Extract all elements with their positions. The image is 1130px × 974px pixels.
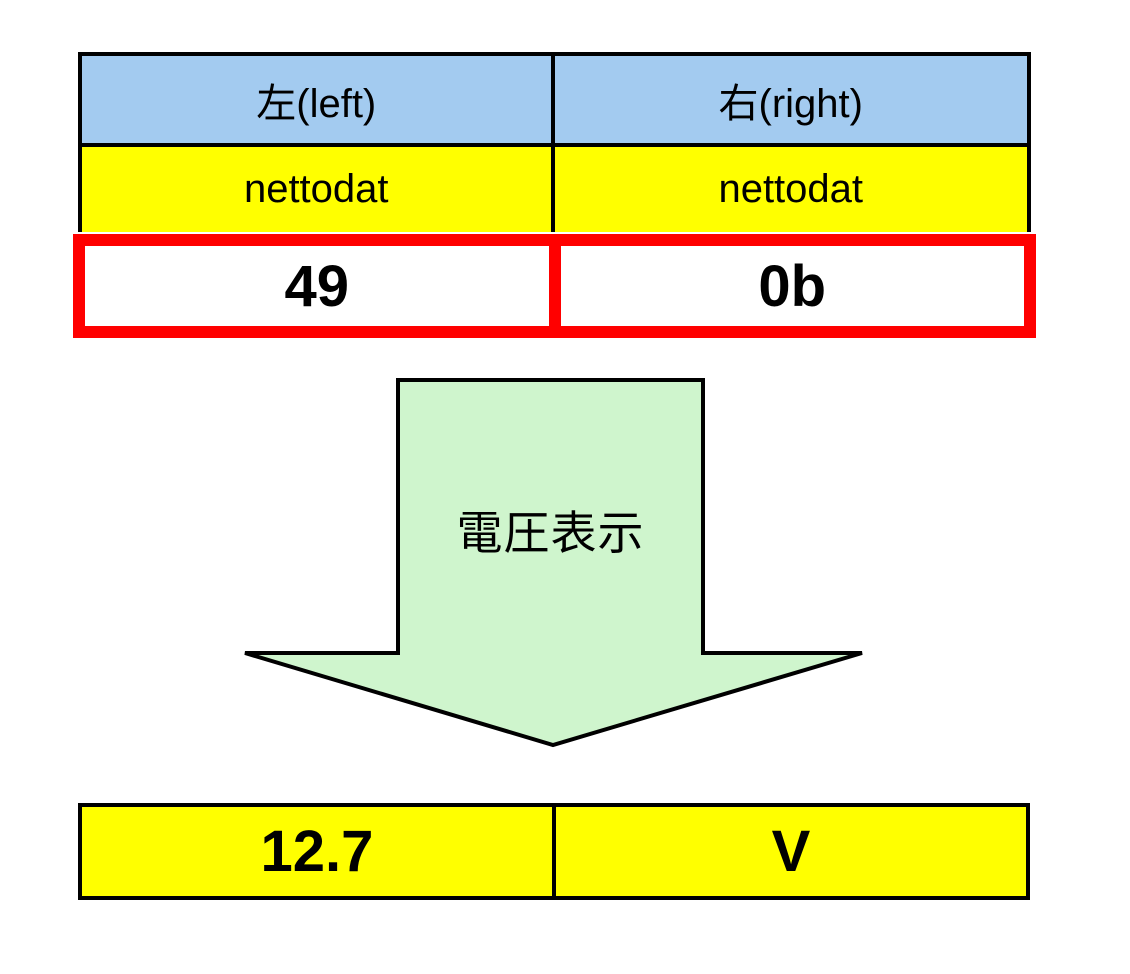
arrow-caption: 電圧表示	[456, 507, 645, 559]
value-left: 49	[284, 253, 349, 319]
subheader-left-label: nettodat	[243, 167, 389, 211]
header-left-label: 左(left)	[256, 81, 377, 126]
subheader-cell-right: nettodat	[554, 147, 1027, 232]
subheader-cell-left: nettodat	[82, 147, 555, 232]
value-cell-right: 0b	[560, 246, 1024, 326]
header-cell-left: 左(left)	[82, 56, 555, 147]
header-cell-right: 右(right)	[554, 56, 1027, 147]
header-right-label: 右(right)	[718, 81, 863, 126]
voltage-result-table: 12.7 V	[78, 803, 1030, 900]
voltage-value: 12.7	[260, 819, 374, 884]
voltage-unit: V	[771, 819, 811, 884]
value-cell-left: 49	[85, 246, 549, 326]
result-cell-value: 12.7	[82, 807, 556, 896]
subheader-right-label: nettodat	[718, 167, 864, 211]
highlighted-value-row: 49 0b	[73, 234, 1036, 338]
value-right: 0b	[758, 253, 827, 319]
result-cell-unit: V	[556, 807, 1026, 896]
net-data-table: 左(left) 右(right) nettodat nettodat	[78, 52, 1031, 232]
